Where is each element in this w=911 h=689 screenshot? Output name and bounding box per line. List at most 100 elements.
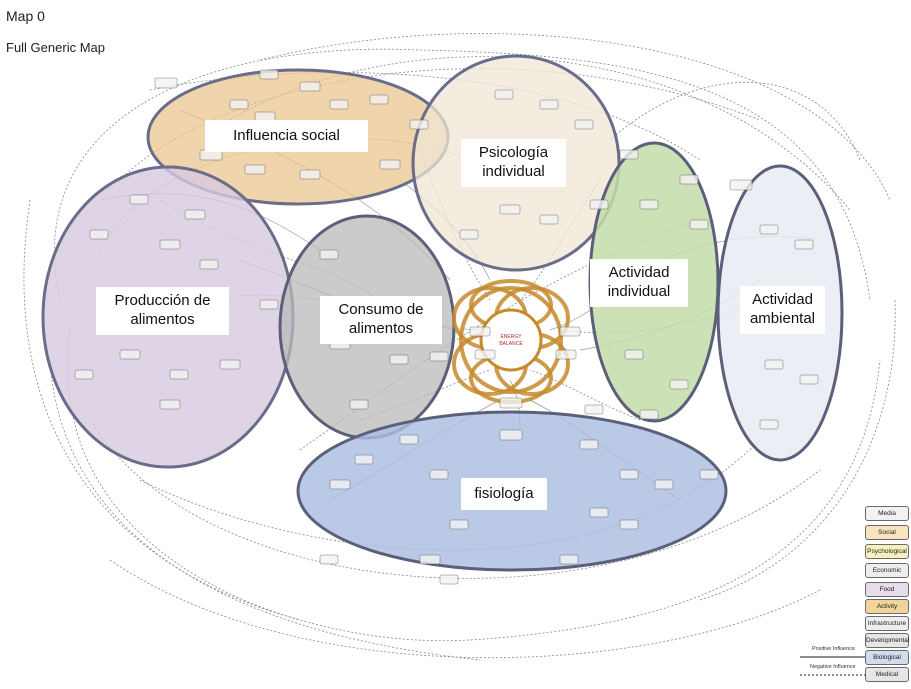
legend-label: Developmental [866,637,910,644]
label-influencia-social: Influencia social [205,120,368,152]
variable-node [354,454,374,465]
variable-node [379,159,401,170]
positive-influence-label: Positive Influence [812,646,856,652]
variable-node [184,209,206,220]
variable-node [759,419,779,430]
label-text: individual [482,163,545,180]
variable-node [689,219,709,230]
legend-item-biological: Biological [865,650,909,665]
variable-node [369,94,389,105]
label-produccion-alimentos: Producción de alimentos [96,287,229,335]
variable-node [639,409,659,420]
label-text: Psicología [478,144,549,161]
legend-item-developmental: Developmental [865,633,909,648]
variable-node [459,229,479,240]
variable-node [699,469,719,480]
variable-node [584,404,604,415]
variable-node [159,239,181,250]
variable-node [579,439,599,450]
variable-node [389,354,409,365]
energy-balance-core [479,308,543,372]
variable-node [129,194,149,205]
variable-node [399,434,419,445]
variable-node [74,369,94,380]
legend-label: Medical [875,671,899,678]
variable-node [409,119,429,130]
variable-node [219,359,241,370]
legend-item-food: Food [865,582,909,597]
variable-node [329,99,349,110]
variable-node [319,249,339,260]
variable-node [244,164,266,175]
variable-node [89,229,109,240]
variable-node [499,204,521,215]
legend-label: Psychological [867,548,907,555]
label-actividad-ambiental: Actividad ambiental [740,286,825,334]
variable-node [299,169,321,180]
variable-node [799,374,819,385]
label-text: alimentos [348,320,414,337]
energy-ring [459,286,563,394]
label-consumo-alimentos: Consumo de alimentos [320,296,442,344]
label-text: ambiental [749,310,816,327]
energy-balance-label-1: ENERGY [500,334,522,340]
variable-node [419,554,441,565]
variable-node [429,469,449,480]
variable-node [259,69,279,80]
variable-node [494,89,514,100]
legend-item-medical: Medical [865,667,909,682]
variable-node [555,349,577,360]
variable-node [199,259,219,270]
variable-node [619,519,639,530]
variable-node [619,469,639,480]
variable-node [469,326,491,337]
legend-item-activity: Activity [865,599,909,614]
variable-node [154,77,178,89]
variable-node [559,326,581,337]
variable-node [654,479,674,490]
legend-label: Economic [872,567,902,574]
variable-node [729,179,753,191]
label-text: individual [607,283,671,300]
label-text: Actividad [752,291,813,308]
variable-node [574,119,594,130]
variable-node [624,349,644,360]
variable-node [119,349,141,360]
legend-label: Biological [873,654,901,661]
energy-balance-rings [452,279,570,404]
label-text: Consumo de [338,301,424,318]
legend-item-economic: Economic [865,563,909,578]
variable-node [794,239,814,250]
label-text: Actividad [608,264,670,281]
label-text: Influencia social [233,127,340,144]
label-actividad-individual: Actividad individual [590,259,688,307]
variable-node [669,379,689,390]
variable-node [589,507,609,518]
legend-item-infrastructure: Infrastructure [865,616,909,631]
energy-balance-label-2: BALANCE [499,341,523,347]
legend-item-psychological: Psychological [865,544,909,559]
label-text: Producción de [114,292,211,309]
variable-node [429,351,449,362]
legend-label: Social [878,529,896,536]
negative-influence-label: Negative Influence [810,664,856,670]
variable-node [499,429,523,441]
variable-node [759,224,779,235]
map-id: Map 0 [6,8,45,24]
variable-node [169,369,189,380]
legend-label: Food [879,586,895,593]
variable-node [229,99,249,110]
variable-node [589,199,609,210]
variable-node [319,554,339,565]
variable-node [499,397,523,409]
map-subtitle: Full Generic Map [6,40,105,55]
variable-node [474,349,496,360]
variable-node [639,199,659,210]
variable-nodes [74,69,819,585]
variable-node [559,554,579,565]
legend-item-social: Social [865,525,909,540]
legend-label: Infrastructure [867,620,907,627]
variable-node [539,99,559,110]
variable-node [329,479,351,490]
